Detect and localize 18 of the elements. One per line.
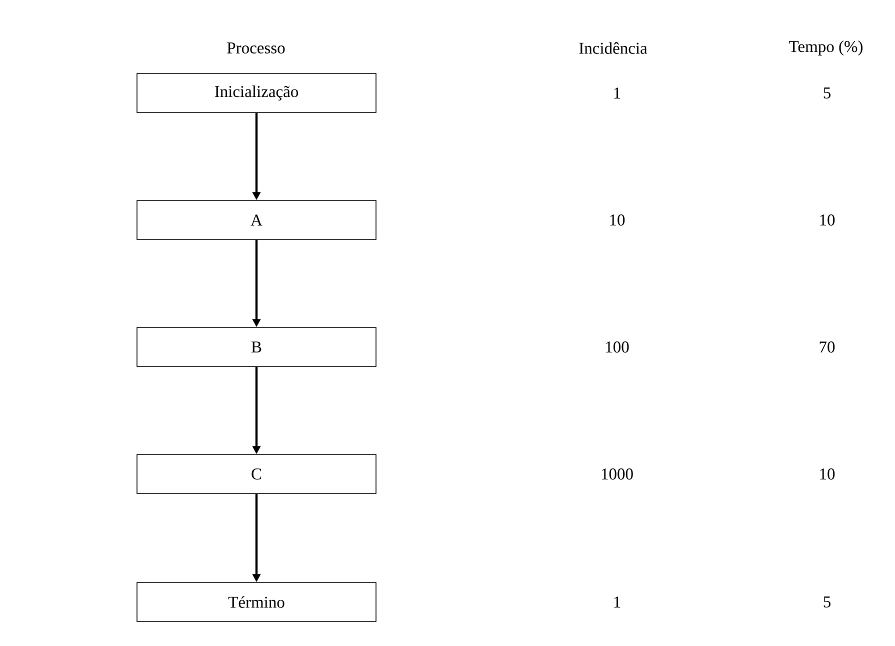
table-cell: 5 [824, 596, 830, 608]
table-cell: 5 [824, 88, 830, 98]
process-box: Término [136, 582, 376, 622]
column-header: Processo [227, 42, 285, 54]
process-box: C [136, 454, 376, 494]
table-cell: 1 [614, 88, 620, 98]
process-box: Inicialização [136, 73, 376, 113]
table-cell: 10 [610, 214, 625, 226]
table-cell: 10 [820, 468, 835, 480]
table-cell: 70 [820, 341, 835, 353]
process-box: B [136, 327, 376, 367]
table-cell: 100 [606, 341, 629, 353]
table-cell: 10 [820, 214, 835, 226]
column-header: Incidência [579, 42, 648, 54]
column-header: Tempo (%) [789, 40, 862, 56]
table-cell: 1 [614, 596, 620, 608]
table-cell: 1000 [602, 468, 633, 480]
process-box: A [136, 200, 376, 240]
